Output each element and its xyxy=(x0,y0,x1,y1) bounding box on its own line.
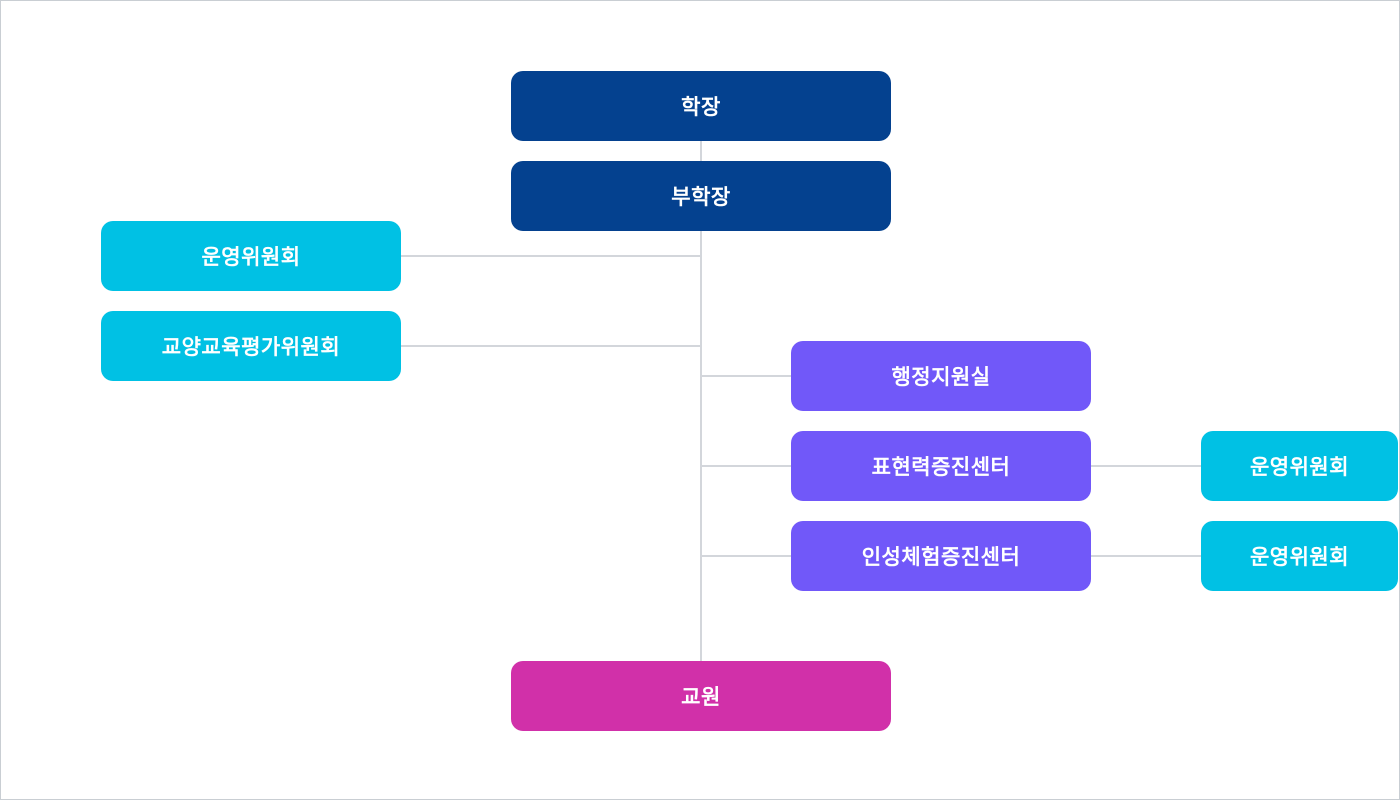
connector-evaluation-committee xyxy=(401,345,701,347)
org-node-steering-committee: 운영위원회 xyxy=(101,221,401,291)
org-node-expression-steering-committee-label: 운영위원회 xyxy=(1249,456,1350,479)
connector-character-center xyxy=(701,555,791,557)
org-node-dean-label: 학장 xyxy=(681,96,721,119)
connector-trunk xyxy=(700,231,702,661)
org-node-character-steering-committee: 운영위원회 xyxy=(1201,521,1398,591)
org-node-admin-support-office: 행정지원실 xyxy=(791,341,1091,411)
org-node-faculty: 교원 xyxy=(511,661,891,731)
org-node-vice-dean: 부학장 xyxy=(511,161,891,231)
org-node-expression-steering-committee: 운영위원회 xyxy=(1201,431,1398,501)
connector-expression-center xyxy=(701,465,791,467)
org-node-dean: 학장 xyxy=(511,71,891,141)
org-node-character-center-label: 인성체험증진센터 xyxy=(861,546,1021,569)
org-node-evaluation-committee-label: 교양교육평가위원회 xyxy=(161,336,341,359)
org-node-evaluation-committee: 교양교육평가위원회 xyxy=(101,311,401,381)
org-node-character-steering-committee-label: 운영위원회 xyxy=(1249,546,1350,569)
connector-admin-office xyxy=(701,375,791,377)
connector-expression-steering xyxy=(1091,465,1201,467)
connector-character-steering xyxy=(1091,555,1201,557)
org-node-steering-committee-label: 운영위원회 xyxy=(201,246,301,269)
org-node-admin-support-office-label: 행정지원실 xyxy=(891,366,991,389)
org-node-vice-dean-label: 부학장 xyxy=(671,186,731,209)
org-node-character-center: 인성체험증진센터 xyxy=(791,521,1091,591)
connector-dean-vicedean xyxy=(700,140,702,162)
org-node-expression-center-label: 표현력증진센터 xyxy=(871,456,1011,479)
connector-steering-committee xyxy=(401,255,701,257)
org-node-faculty-label: 교원 xyxy=(681,686,721,709)
org-node-expression-center: 표현력증진센터 xyxy=(791,431,1091,501)
